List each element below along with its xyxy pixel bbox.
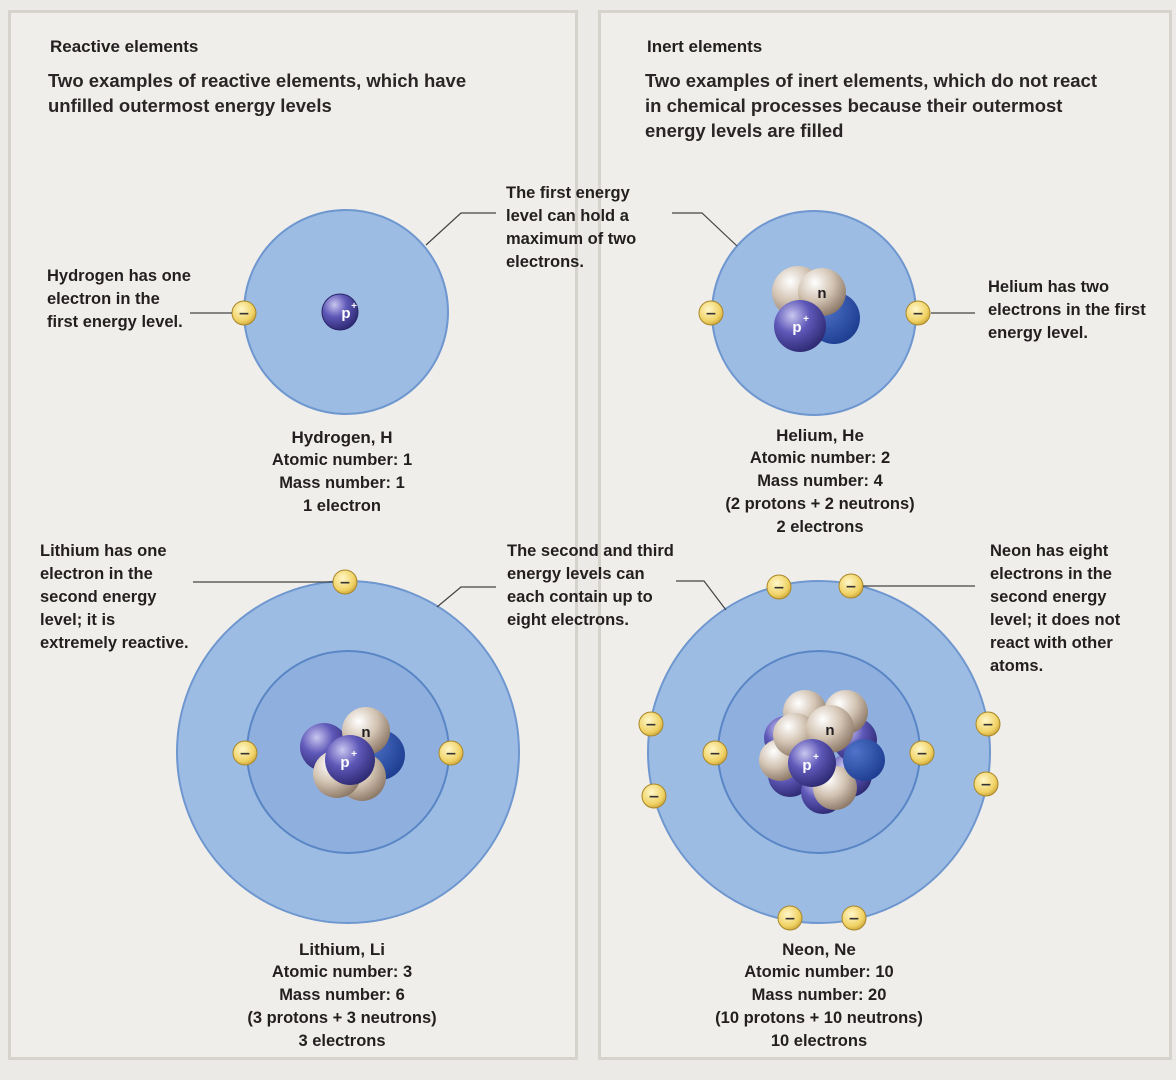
helium-callout: Helium has two electrons in the first en… [988, 278, 1146, 342]
helium-atom: n p + − − [672, 210, 975, 416]
lithium-atom: n p + − − − [176, 569, 520, 924]
proton [843, 739, 885, 781]
hydrogen-atom: p + − [190, 209, 496, 415]
lithium-callout: Lithium has one electron in the second e… [40, 542, 189, 652]
leader-line [676, 580, 727, 611]
neon-atom: n p + − − − − − − − [638, 573, 1001, 931]
neutron-label: n [361, 724, 370, 741]
proton-label: p [792, 319, 801, 336]
hydrogen-nucleus: p + [321, 293, 359, 331]
lithium-name: Lithium, Li [299, 940, 385, 959]
svg-text:−: − [709, 746, 721, 762]
reactive-subheading: Two examples of reactive elements, which… [48, 70, 467, 116]
neon-caption: Neon, Ne Atomic number: 10 Mass number: … [679, 938, 959, 1053]
svg-text:+: + [803, 314, 809, 325]
hydrogen-caption: Hydrogen, H Atomic number: 1 Mass number… [222, 426, 462, 518]
svg-text:−: − [916, 746, 928, 762]
electron: − [777, 905, 803, 931]
neon-atomic-number: Atomic number: 10 [744, 963, 894, 981]
hydrogen-atomic-number: Atomic number: 1 [271, 451, 413, 469]
proton [325, 735, 375, 785]
helium-composition: (2 protons + 2 neutrons) [725, 495, 915, 513]
lithium-atomic-number: Atomic number: 3 [271, 963, 413, 981]
svg-text:−: − [705, 306, 717, 322]
leader-line [436, 586, 496, 608]
electron: − [975, 711, 1001, 737]
leader-line [425, 212, 496, 246]
neon-mass-number: Mass number: 20 [751, 986, 887, 1004]
electron: − [641, 783, 667, 809]
svg-text:−: − [982, 717, 994, 733]
neutron-label: n [817, 285, 826, 302]
first-energy-level-callout: The first energy level can hold a maximu… [506, 184, 637, 271]
svg-text:−: − [784, 911, 796, 927]
svg-text:−: − [980, 777, 992, 793]
helium-electrons: 2 electrons [776, 518, 864, 536]
helium-atomic-number: Atomic number: 2 [749, 449, 891, 467]
electron: − [332, 569, 358, 595]
svg-text:+: + [351, 301, 357, 312]
electron: − [838, 573, 864, 599]
svg-text:−: − [848, 911, 860, 927]
svg-text:−: − [238, 306, 250, 322]
inert-heading: Inert elements [647, 37, 763, 56]
proton-label: p [341, 305, 350, 322]
hydrogen-electrons: 1 electron [303, 497, 381, 515]
proton [321, 293, 359, 331]
electron: − [231, 300, 257, 326]
helium-caption: Helium, He Atomic number: 2 Mass number:… [690, 424, 950, 539]
hydrogen-mass-number: Mass number: 1 [279, 474, 405, 492]
second-third-levels-callout: The second and third energy levels can e… [507, 542, 674, 629]
electron: − [973, 771, 999, 797]
neutron-label: n [825, 722, 834, 739]
electron: − [909, 740, 935, 766]
helium-name: Helium, He [776, 426, 864, 445]
svg-text:−: − [912, 306, 924, 322]
electron: − [638, 711, 664, 737]
neon-nucleus: n p + [759, 690, 885, 814]
leader-line [672, 212, 738, 247]
lithium-caption: Lithium, Li Atomic number: 3 Mass number… [212, 938, 472, 1053]
electron: − [702, 740, 728, 766]
hydrogen-name: Hydrogen, H [291, 428, 393, 447]
electron: − [698, 300, 724, 326]
svg-text:−: − [845, 579, 857, 595]
svg-text:−: − [645, 717, 657, 733]
svg-text:+: + [351, 749, 357, 760]
svg-text:−: − [648, 789, 660, 805]
proton [774, 300, 826, 352]
svg-text:+: + [813, 752, 819, 763]
neon-name: Neon, Ne [782, 940, 856, 959]
svg-text:−: − [239, 746, 251, 762]
svg-text:−: − [339, 575, 351, 591]
reactive-heading: Reactive elements [50, 37, 199, 56]
svg-text:−: − [773, 580, 785, 596]
electron: − [841, 905, 867, 931]
electron: − [438, 740, 464, 766]
lithium-composition: (3 protons + 3 neutrons) [247, 1009, 437, 1027]
helium-nucleus: n p + [772, 266, 860, 352]
lithium-electrons: 3 electrons [298, 1032, 386, 1050]
helium-mass-number: Mass number: 4 [757, 472, 883, 490]
neon-composition: (10 protons + 10 neutrons) [715, 1009, 923, 1027]
proton-label: p [340, 754, 349, 771]
hydrogen-callout: Hydrogen has one electron in the first e… [47, 267, 191, 331]
lithium-nucleus: n p + [300, 707, 405, 801]
proton-label: p [802, 757, 811, 774]
electron: − [766, 574, 792, 600]
inert-subheading: Two examples of inert elements, which do… [645, 70, 1097, 141]
electron: − [905, 300, 931, 326]
neon-callout: Neon has eight electrons in the second e… [990, 542, 1121, 675]
lithium-mass-number: Mass number: 6 [279, 986, 405, 1004]
proton [788, 739, 836, 787]
electron: − [232, 740, 258, 766]
svg-text:−: − [445, 746, 457, 762]
neon-electrons: 10 electrons [770, 1032, 868, 1050]
